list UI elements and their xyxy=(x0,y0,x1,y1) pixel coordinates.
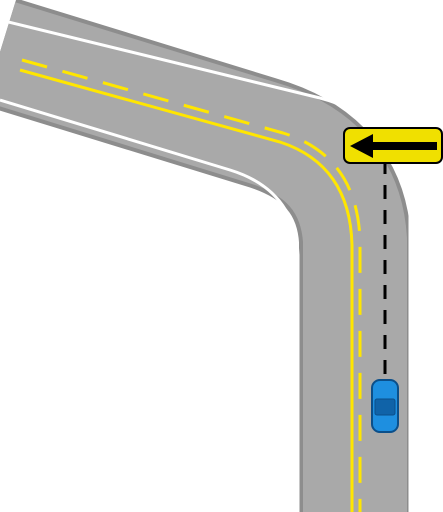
left-arrow-warning-sign xyxy=(344,128,442,163)
car-window xyxy=(375,399,395,415)
blue-car-top-view xyxy=(372,380,398,432)
